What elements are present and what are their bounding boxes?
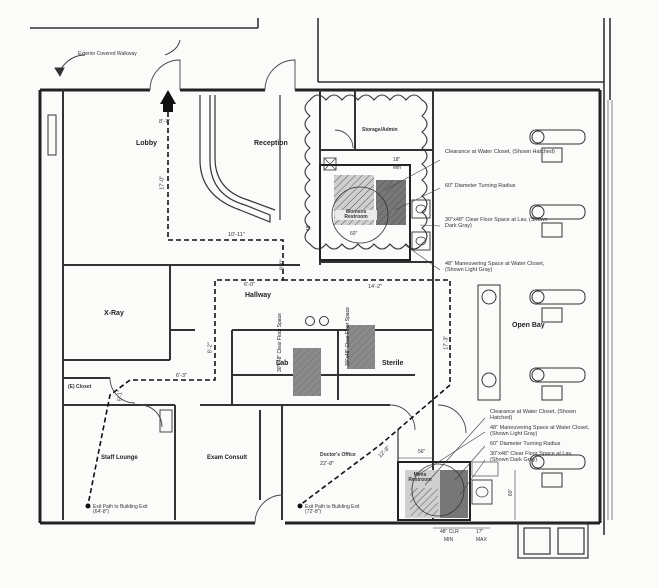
exit-label-right: Exit Path to Building Exit (72'-8") [305, 504, 360, 515]
dim-60in: 60" [350, 231, 358, 237]
dim-8-2: 8'-2" [207, 342, 214, 354]
dim-mens-max: MAX [476, 537, 487, 543]
reception-desk [199, 95, 281, 223]
dim-5-1: 5'-1" [117, 390, 124, 402]
building-walls [38, 88, 602, 525]
room-reception: Reception [254, 140, 288, 147]
room-lobby: Lobby [136, 140, 157, 147]
room-doctor: Doctor's Office [320, 452, 356, 458]
dim-mens-17: 17" [476, 529, 484, 535]
mens-restroom-zones [397, 430, 499, 521]
dim-48in: 48" [306, 223, 313, 232]
dim-8-7: 8'-7" [159, 119, 170, 125]
dim-6-0: 6'-0" [244, 282, 255, 288]
dim-mens-min: MIN [444, 537, 454, 543]
dim-min: Min [393, 165, 402, 171]
note-bottom-4: 30"x48" Clear Floor Space at Lav, (Shown… [490, 451, 573, 463]
room-xray: X-Ray [104, 310, 124, 317]
door-swings [109, 59, 467, 524]
room-hallway: Hallway [245, 292, 272, 299]
note-bottom-3: 60" Diameter Turning Radius [490, 441, 561, 447]
room-staff: Staff Lounge [101, 455, 138, 461]
clear-floor-label-lab: 30"x48" Clear Floor Space [277, 313, 283, 372]
room-exam: Exam Consult [207, 455, 248, 461]
dim-mens-60: 60" [508, 488, 515, 497]
note-top-2: 60" Diameter Turning Radius [445, 183, 516, 189]
exit-arrow-icon [160, 90, 176, 112]
dim-14-2: 14'-2" [368, 284, 383, 290]
note-bottom-1: Clearance at Water Closet, (Shown Hatche… [490, 409, 576, 421]
note-bottom-2: 48" Maneuvering Space at Water Closet, (… [490, 425, 590, 437]
room-sterile: Sterile [382, 360, 404, 367]
exterior-outline [30, 18, 611, 535]
note-top-4: 48" Maneuvering Space at Water Closet, (… [445, 261, 545, 273]
room-storage: Storage/Admin [362, 127, 398, 133]
room-open-bay: Open Bay [512, 322, 545, 329]
revision-cloud-top [304, 94, 428, 250]
exterior-boxes [517, 523, 589, 559]
exit-paths [87, 112, 451, 506]
dim-mens-48clr: 48" CLR [440, 529, 459, 535]
dim-8-0: 8'-0" [279, 259, 286, 271]
dim-10-11: 10'-11" [228, 232, 245, 238]
dim-6-3: 6'-3" [176, 373, 187, 379]
dim-17-0: 17'-0" [159, 175, 166, 190]
open-bay-chairs [477, 100, 613, 520]
note-top-1: Clearance at Water Closet, (Shown Hatche… [445, 149, 555, 155]
dim-22-8: 22'-8" [320, 461, 335, 467]
lab-sterile-fixtures [159, 316, 375, 433]
dim-mens-56: 56" [418, 449, 426, 455]
mens-dimension-lines [398, 457, 516, 529]
note-leaders [384, 159, 486, 496]
room-mens: Mens Restroom [408, 472, 432, 483]
dim-18in: 18" [393, 157, 401, 163]
room-womens: Womens Restroom [335, 210, 377, 220]
exit-path-endpoints [85, 503, 303, 509]
room-lab: Lab [276, 360, 289, 367]
exit-label-left: Exit Path to Building Exit (64'-8") [93, 504, 148, 515]
dim-17-3: 17'-3" [443, 335, 450, 350]
clear-floor-label-sterile: 30"x48" Clear Floor Space [345, 307, 351, 366]
room-closet: (E) Closet [68, 384, 92, 390]
note-top-3: 30"x48" Clear Floor Space at Lav, (Shown… [445, 217, 548, 229]
walkway-arrow-icon [54, 39, 181, 77]
walkway-label: Exterior Covered Walkway [78, 51, 137, 57]
window [47, 114, 57, 156]
